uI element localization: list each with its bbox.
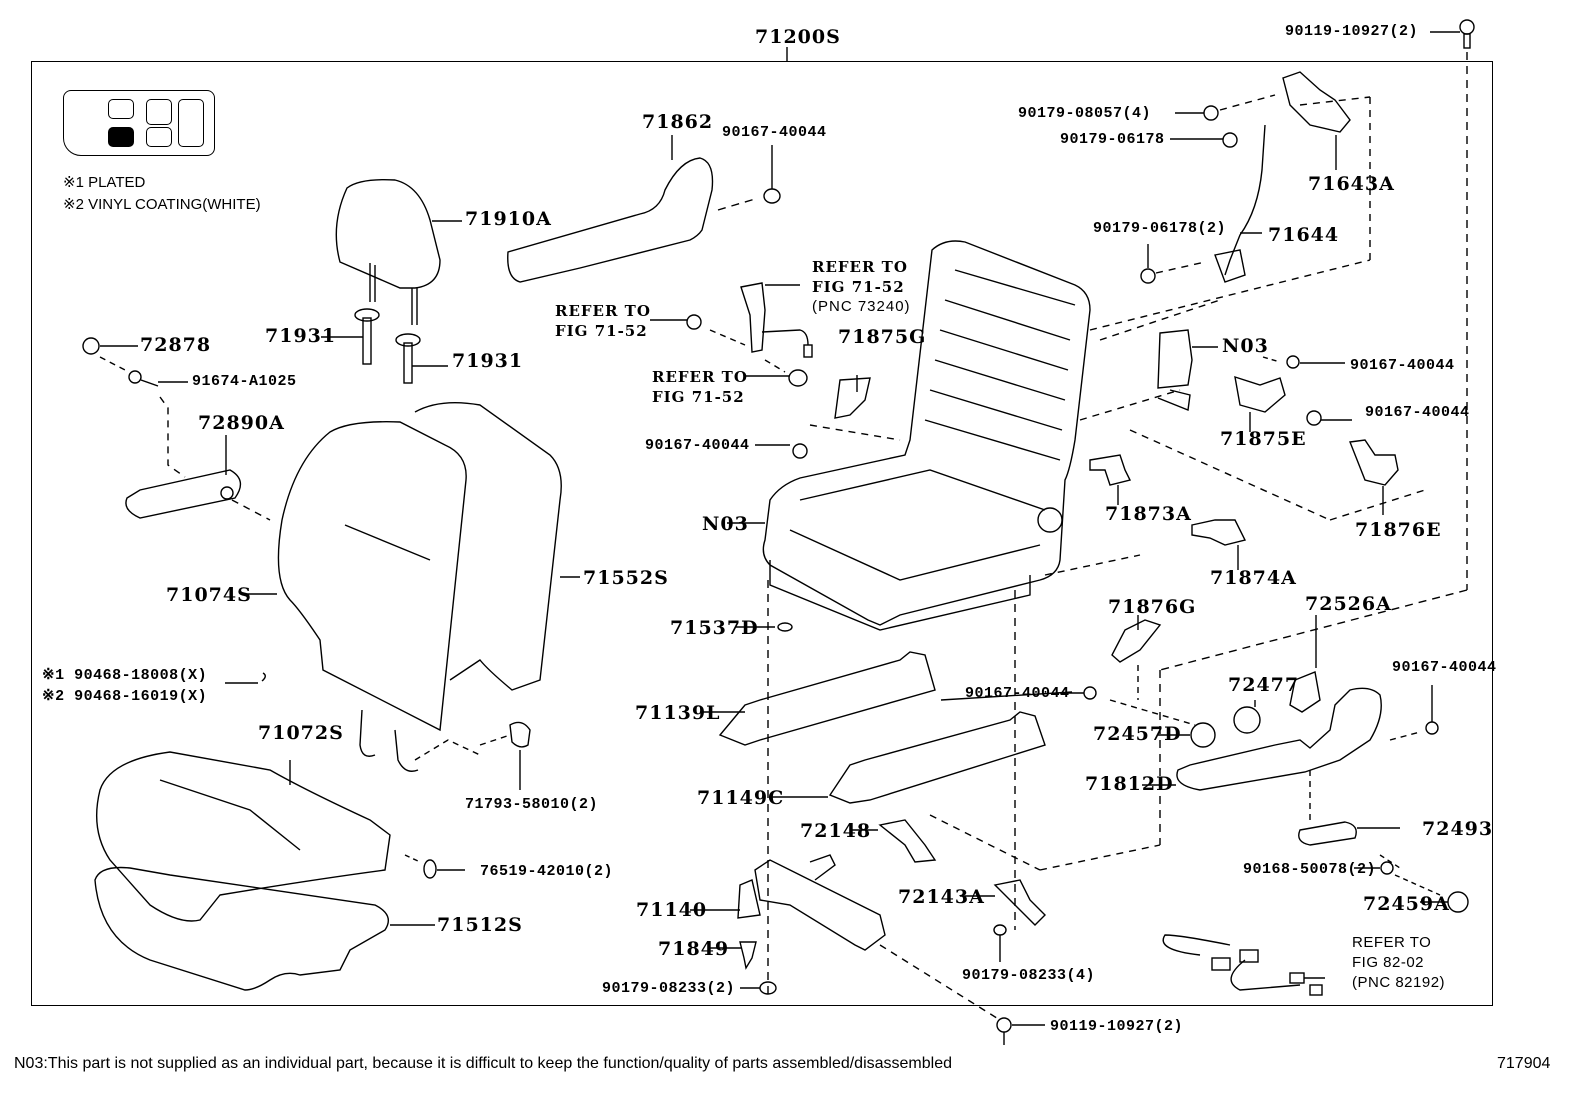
part-label-72148[interactable]: 72148: [800, 820, 872, 842]
part-label-71793-58010[interactable]: 71793-58010(2): [465, 796, 599, 813]
part-label-N03-airbag[interactable]: N03: [1222, 335, 1269, 357]
part-label-90119-10927-bottom[interactable]: 90119-10927(2): [1050, 1018, 1184, 1035]
part-label-90179-06178[interactable]: 90179-06178: [1060, 131, 1165, 148]
part-label-90167-40044[interactable]: 90167-40044: [1392, 659, 1497, 676]
part-label-71910A[interactable]: 71910A: [465, 208, 552, 230]
part-label-90168-50078[interactable]: 90168-50078(2): [1243, 861, 1377, 878]
part-label-90167-40044[interactable]: 90167-40044: [965, 685, 1070, 702]
part-label-71644[interactable]: 71644: [1268, 224, 1340, 246]
reference-anchor-lower[interactable]: REFER TO FIG 71-52: [652, 367, 748, 407]
seat-side-cover-part: [507, 135, 781, 283]
part-label-71874A[interactable]: 71874A: [1210, 567, 1297, 589]
part-label-90167-40044[interactable]: 90167-40044: [722, 124, 827, 141]
part-label-72457D[interactable]: 72457D: [1093, 723, 1182, 745]
part-label-71140[interactable]: 71140: [636, 899, 708, 921]
reference-figure: FIG 71-52: [555, 322, 648, 340]
seatbelt-buckle-part: [650, 282, 813, 387]
part-label-71812D[interactable]: 71812D: [1085, 773, 1174, 795]
part-label-71552S[interactable]: 71552S: [583, 567, 669, 589]
side-airbag-and-brackets: [1089, 329, 1399, 570]
position-right: [178, 99, 204, 147]
seat-rail-parts: [690, 580, 1161, 1045]
wire-harness-part: [1162, 934, 1325, 996]
part-label-90179-08233-2[interactable]: 90179-08233(2): [602, 980, 736, 997]
legend-note-vinyl-coating: ※2 VINYL COATING(WHITE): [63, 196, 261, 213]
seat-cushion-parts: [94, 751, 465, 991]
reference-wire-harness[interactable]: REFER TO FIG 82-02 (PNC 82192): [1352, 933, 1445, 993]
reference-figure: FIG 71-52: [812, 278, 905, 296]
part-label-90167-40044[interactable]: 90167-40044: [645, 437, 750, 454]
part-label-71849[interactable]: 71849: [658, 938, 730, 960]
headrest-part: [335, 178, 462, 325]
reference-pnc: (PNC 82192): [1352, 974, 1446, 991]
part-label-71862[interactable]: 71862: [642, 111, 714, 133]
position-front-center: [146, 127, 172, 147]
reference-anchor-upper[interactable]: REFER TO FIG 71-52: [555, 301, 651, 341]
position-rear-center: [146, 99, 172, 125]
part-label-90179-08057[interactable]: 90179-08057(4): [1018, 105, 1152, 122]
part-label-90468-16019[interactable]: ※2 90468-16019(X): [42, 688, 208, 705]
part-label-72890A[interactable]: 72890A: [198, 412, 285, 434]
part-label-90167-40044[interactable]: 90167-40044: [1350, 357, 1455, 374]
part-label-71931[interactable]: 71931: [452, 350, 524, 372]
footnote-N03: N03:This part is not supplied as an indi…: [14, 1055, 953, 1072]
part-label-90179-06178-2[interactable]: 90179-06178(2): [1093, 220, 1227, 237]
part-label-72878[interactable]: 72878: [140, 334, 212, 356]
part-label-71873A[interactable]: 71873A: [1105, 503, 1192, 525]
seatback-cover-parts: [225, 401, 580, 790]
part-label-71139L[interactable]: 71139L: [635, 702, 721, 724]
part-label-71512S[interactable]: 71512S: [437, 914, 523, 936]
seat-position-indicator-icon: [63, 90, 215, 156]
part-label-71643A[interactable]: 71643A: [1308, 173, 1395, 195]
part-label-72493[interactable]: 72493: [1422, 818, 1494, 840]
part-label-71875E[interactable]: 71875E: [1220, 428, 1307, 450]
position-rear-left: [108, 99, 134, 119]
part-label-71200S[interactable]: 71200S: [755, 26, 841, 48]
part-label-71074S[interactable]: 71074S: [166, 584, 252, 606]
reference-pnc: (PNC 73240): [812, 298, 911, 315]
part-label-71931[interactable]: 71931: [265, 325, 337, 347]
reference-line: REFER TO: [812, 258, 908, 276]
part-label-71875G[interactable]: 71875G: [838, 326, 927, 348]
part-label-90179-08233-4[interactable]: 90179-08233(4): [962, 967, 1096, 984]
reference-line: REFER TO: [1352, 934, 1432, 951]
reference-figure: FIG 71-52: [652, 388, 745, 406]
part-label-76519-42010[interactable]: 76519-42010(2): [480, 863, 614, 880]
part-label-72526A[interactable]: 72526A: [1305, 593, 1392, 615]
part-label-71876E[interactable]: 71876E: [1355, 519, 1442, 541]
part-label-90468-18008[interactable]: ※1 90468-18008(X): [42, 667, 208, 684]
reference-line: REFER TO: [652, 368, 748, 386]
recliner-knob-parts: [82, 337, 271, 521]
part-label-72459A[interactable]: 72459A: [1363, 893, 1450, 915]
top-bolt-part: [1159, 19, 1475, 845]
part-label-71072S[interactable]: 71072S: [258, 722, 344, 744]
headrest-guide-part: [321, 308, 448, 384]
part-label-72477[interactable]: 72477: [1228, 674, 1300, 696]
position-front-left-highlighted: [108, 127, 134, 147]
part-label-71537D[interactable]: 71537D: [670, 617, 759, 639]
part-label-71149C[interactable]: 71149C: [697, 787, 785, 809]
seat-adjuster-parts: [1109, 615, 1469, 913]
part-label-90119-10927-top[interactable]: 90119-10927(2): [1285, 23, 1419, 40]
part-label-N03-seat-frame[interactable]: N03: [702, 513, 749, 535]
reference-seatbelt-buckle[interactable]: REFER TO FIG 71-52 (PNC 73240): [812, 257, 911, 317]
seat-frame-part: [727, 240, 1426, 631]
legend-note-plated: ※1 PLATED: [63, 174, 146, 191]
reference-figure: FIG 82-02: [1352, 954, 1425, 971]
recliner-release-parts: [1140, 71, 1371, 284]
reference-line: REFER TO: [555, 302, 651, 320]
figure-number: 717904: [1497, 1055, 1551, 1072]
assembly-boundary-frame: [31, 61, 1493, 1006]
part-label-91674-A1025[interactable]: 91674-A1025: [192, 373, 297, 390]
part-label-72143A[interactable]: 72143A: [898, 886, 985, 908]
part-label-71876G[interactable]: 71876G: [1108, 596, 1197, 618]
part-label-90167-40044[interactable]: 90167-40044: [1365, 404, 1470, 421]
